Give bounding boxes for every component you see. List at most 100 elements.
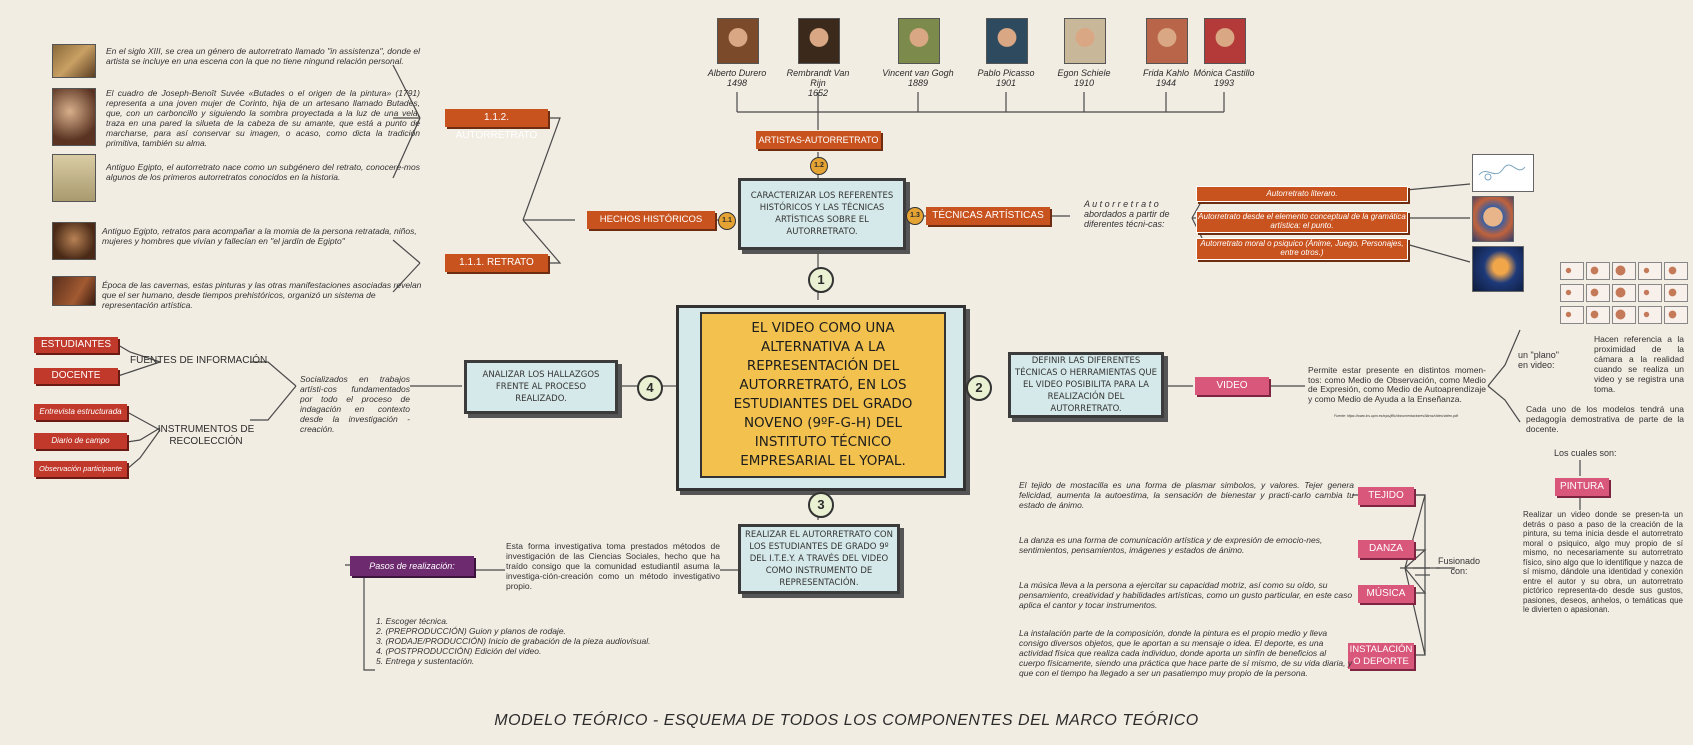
shot-frame-thumbnail <box>1612 262 1636 280</box>
pintura-node[interactable]: PINTURA <box>1555 478 1609 496</box>
esta-forma-text: Esta forma investigativa toma prestados … <box>506 541 720 591</box>
hechos-historicos-node[interactable]: HECHOS HISTÓRICOS <box>587 211 715 229</box>
artist-year: 1993 <box>1213 78 1235 88</box>
suvee-text: El cuadro de Joseph-Benoît Suvée «Butade… <box>106 88 420 148</box>
artist-name: Frida Kahlo <box>1142 68 1190 78</box>
musica-node[interactable]: MÚSICA <box>1358 585 1414 603</box>
autorretrato-node[interactable]: 1.1.2. AUTORRETRATO <box>445 109 548 141</box>
objective-3-box[interactable]: REALIZAR EL AUTORRETRATO CON LOS ESTUDIA… <box>738 524 900 594</box>
objective-4-box[interactable]: ANALIZAR LOS HALLAZGOS FRENTE AL PROCESO… <box>464 360 618 414</box>
badge-1-1: 1.1 <box>718 212 736 230</box>
diario-node[interactable]: Diario de campo <box>34 433 127 449</box>
objective-3-number: 3 <box>808 492 834 518</box>
footer-title: MODELO TEÓRICO - ESQUEMA DE TODOS LOS CO… <box>494 712 1199 729</box>
artist-year: 1901 <box>995 78 1017 88</box>
siglo13-text: En el siglo XIII, se crea un género de a… <box>106 46 420 66</box>
docente-node[interactable]: DOCENTE <box>34 368 118 384</box>
instalacion-text: La instalación parte de la composición, … <box>1019 628 1353 678</box>
mummy-portrait-thumbnail <box>52 222 96 260</box>
artist-name: Vincent van Gogh <box>882 68 954 78</box>
shot-frame-thumbnail <box>1612 284 1636 302</box>
artist-portrait <box>1064 18 1106 64</box>
artist-year: 1652 <box>807 88 829 98</box>
artist-name: Rembrandt Van Rijn <box>786 68 850 88</box>
tejido-text: El tejido de mostacilla es una forma de … <box>1019 480 1354 510</box>
artist-year: 1944 <box>1155 78 1177 88</box>
tech-moral[interactable]: Autorretrato moral o psiquico (Ánime, Ju… <box>1196 238 1408 260</box>
instalacion-node[interactable]: INSTALACIÓN O DEPORTE <box>1348 643 1414 669</box>
realizar-text: Realizar un video donde se presen-ta un … <box>1523 510 1683 614</box>
tech-literario[interactable]: Autorretrato literaro. <box>1196 186 1408 202</box>
retrato-node[interactable]: 1.1.1. RETRATO <box>445 254 548 272</box>
cavernas-text: Época de las cavernas, estas pinturas y … <box>102 280 422 310</box>
shot-frame-thumbnail <box>1638 306 1662 324</box>
siglo13-thumbnail <box>52 44 96 78</box>
artist-portrait <box>1146 18 1188 64</box>
shot-frame-thumbnail <box>1638 284 1662 302</box>
step-item: 5. Entrega y sustentación. <box>376 656 475 666</box>
shot-frame-thumbnail <box>1586 284 1610 302</box>
tecnicas-artisticas-node[interactable]: TÉCNICAS ARTÍSTICAS <box>926 207 1050 225</box>
cuales-label: Los cuales son: <box>1554 448 1617 458</box>
shot-frame-thumbnail <box>1586 306 1610 324</box>
shot-frame-thumbnail <box>1560 306 1584 324</box>
fuentes-label: FUENTES DE INFORMACIÓN <box>130 355 268 366</box>
artist-year: 1910 <box>1073 78 1095 88</box>
artist-year: 1889 <box>907 78 929 88</box>
objective-1-box[interactable]: CARACTERIZAR LOS REFERENTES HISTÓRICOS Y… <box>738 178 906 250</box>
danza-text: La danza es una forma de comunicación ar… <box>1019 535 1323 555</box>
shot-frame-thumbnail <box>1638 262 1662 280</box>
point-selfportrait-image <box>1472 196 1514 242</box>
artistas-autorretrato-node[interactable]: ARTISTAS-AUTORRETRATO <box>756 131 881 149</box>
artist-name: Alberto Durero <box>707 68 767 78</box>
artist-year: 1498 <box>726 78 748 88</box>
step-item: 2. (PREPRODUCCIÓN) Guion y planos de rod… <box>376 626 566 636</box>
objective-2-box[interactable]: DEFINIR LAS DIFERENTES TÉCNICAS O HERRAM… <box>1008 352 1164 418</box>
step-item: 4. (POSTPRODUCCIÓN) Edición del video. <box>376 646 542 656</box>
step-item: 1. Escoger técnica. <box>376 616 449 626</box>
autorretrato-intro-text: A u t o r r e t r a t o abordados a part… <box>1084 199 1170 229</box>
egipto2-text: Antiguo Egipto, retratos para acompañar … <box>102 226 417 246</box>
artist-portrait <box>986 18 1028 64</box>
danza-node[interactable]: DANZA <box>1358 540 1414 558</box>
pasos-node[interactable]: Pasos de realización: <box>350 556 474 576</box>
entrevista-node[interactable]: Entrevista estructurada <box>34 404 127 420</box>
artist-name: Egon Schiele <box>1057 68 1111 78</box>
badge-1-3: 1.3 <box>906 207 924 225</box>
observacion-node[interactable]: Observación participante <box>34 461 127 477</box>
psychic-selfportrait-image <box>1472 246 1524 292</box>
suvee-painting-thumbnail <box>52 88 96 146</box>
artist-portrait <box>798 18 840 64</box>
egipto1-text: Antiguo Egipto, el autorretrato nace com… <box>106 162 420 182</box>
egypt-statue-thumbnail <box>52 154 96 202</box>
cave-painting-thumbnail <box>52 276 96 306</box>
plano-label: un "plano" en video: <box>1518 350 1559 370</box>
central-title: EL VIDEO COMO UNA ALTERNATIVA A LA REPRE… <box>700 312 946 478</box>
steps-list: 1. Escoger técnica.2. (PREPRODUCCIÓN) Gu… <box>376 616 696 666</box>
artist-portrait <box>898 18 940 64</box>
artist-portrait <box>717 18 759 64</box>
tejido-node[interactable]: TEJIDO <box>1358 487 1414 505</box>
estudiantes-node[interactable]: ESTUDIANTES <box>34 337 118 353</box>
shot-frame-thumbnail <box>1612 306 1636 324</box>
hacen-text: Hacen referencia a la proximidad de la c… <box>1594 334 1684 394</box>
socializados-text: Socializados en trabajos artísti-cos fun… <box>300 374 410 434</box>
musica-text: La música lleva a la persona a ejercitar… <box>1019 580 1353 610</box>
fusionado-label: Fusionado con: <box>1437 556 1481 576</box>
permite-text: Permite estar presente en distintos mome… <box>1308 365 1486 404</box>
objective-1-number: 1 <box>808 267 834 293</box>
shot-frame-thumbnail <box>1586 262 1610 280</box>
fuente-text: Fuente: https://www.lcs.upm.es/wps/jlfic… <box>1334 414 1458 418</box>
artist-portrait <box>1204 18 1246 64</box>
tech-punto[interactable]: Autorretrato desde el elemento conceptua… <box>1196 211 1408 233</box>
video-node[interactable]: VIDEO <box>1195 377 1269 395</box>
shot-frame-thumbnail <box>1664 262 1688 280</box>
objective-4-number: 4 <box>637 375 663 401</box>
step-item: 3. (RODAJE/PRODUCCIÓN) Inicio de grabaci… <box>376 636 651 646</box>
